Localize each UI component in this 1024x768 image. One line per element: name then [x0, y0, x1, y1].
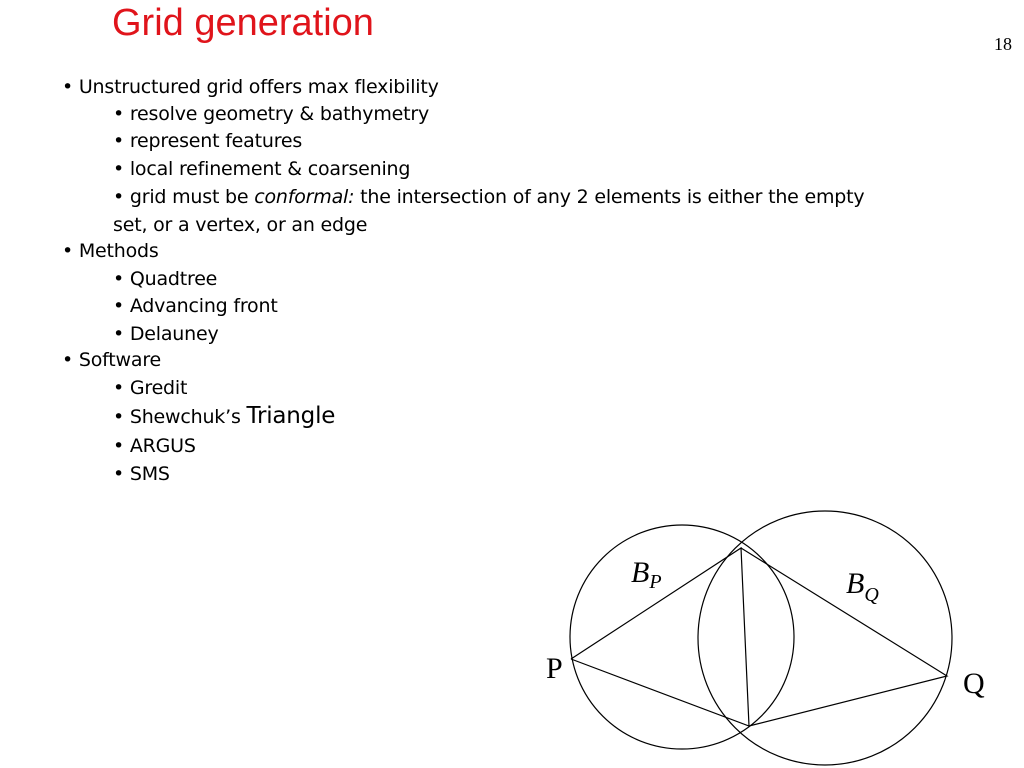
bullet-unstructured-grid: • Unstructured grid offers max flexibili…	[62, 76, 439, 98]
bullet-gredit: • Gredit	[113, 377, 188, 399]
triangle-name: Triangle	[246, 403, 336, 429]
bullet-resolve-geometry: • resolve geometry & bathymetry	[113, 103, 430, 125]
triangle-q	[740, 547, 949, 727]
bullet-quadtree: • Quadtree	[113, 268, 218, 290]
bullet-delauney: • Delauney	[113, 323, 219, 345]
bullet-represent-features: • represent features	[113, 130, 303, 152]
conformal-definition: the intersection of any 2 elements is ei…	[354, 186, 865, 208]
bullet-argus: • ARGUS	[113, 435, 196, 457]
label-bp-sub: P	[648, 571, 661, 593]
bullet-software: • Software	[62, 349, 162, 371]
bullet-local-refinement: • local refinement & coarsening	[113, 158, 411, 180]
bullet-advancing-front: • Advancing front	[113, 295, 278, 317]
circumcircle-bp	[569, 524, 795, 750]
label-point-p: P	[546, 652, 563, 685]
bullet-shewchuk-triangle: • Shewchuk’s Triangle	[113, 403, 335, 431]
bullet-conformal-continuation: set, or a vertex, or an edge	[113, 214, 368, 236]
slide-title: Grid generation	[112, 2, 374, 44]
label-bp-main: B	[631, 556, 649, 589]
bullet-sms: • SMS	[113, 463, 170, 485]
conformal-prefix: • grid must be	[113, 186, 255, 208]
page-number: 18	[994, 34, 1012, 54]
bullet-methods: • Methods	[62, 240, 159, 262]
label-bp: BP	[631, 556, 662, 593]
conformal-term: conformal:	[254, 186, 355, 208]
label-point-q: Q	[963, 667, 985, 700]
label-bq: BQ	[846, 567, 879, 606]
label-bq-main: B	[846, 567, 864, 600]
shewchuk-prefix: • Shewchuk’s	[113, 406, 247, 428]
label-bq-sub: Q	[864, 584, 879, 606]
circumcircle-bq	[697, 510, 953, 766]
triangle-p	[570, 546, 750, 727]
bullet-conformal: • grid must be conformal: the intersecti…	[113, 184, 865, 211]
